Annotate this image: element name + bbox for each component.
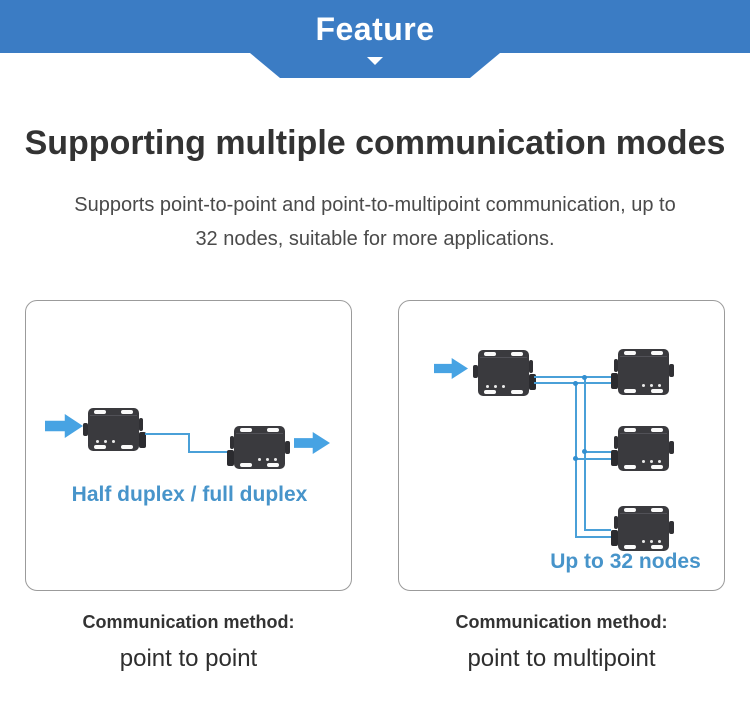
junction-dot: [582, 449, 587, 454]
caption-point-to-multipoint: Communication method: point to multipoin…: [398, 610, 725, 673]
device-serial-port: [529, 374, 536, 390]
device-foot: [651, 508, 663, 512]
device-port: [230, 436, 234, 449]
device-foot: [624, 508, 636, 512]
arrow-right-icon: [45, 414, 83, 438]
panel-point-to-point: Half duplex / full duplex: [25, 300, 352, 591]
device-foot: [484, 390, 496, 394]
device-foot: [651, 465, 663, 469]
device-foot: [267, 463, 279, 467]
device-foot: [651, 428, 663, 432]
arrow-right-icon: [434, 358, 468, 379]
device-foot: [240, 428, 252, 432]
device-port: [139, 418, 143, 431]
device-port: [83, 423, 88, 436]
method-value: point to point: [119, 645, 258, 672]
device-foot: [511, 352, 523, 356]
device-master: [473, 350, 536, 396]
device-port: [529, 360, 533, 373]
device-foot: [240, 463, 252, 467]
subtitle-line-2: 32 nodes, suitable for more applications…: [195, 228, 555, 250]
method-value: point to multipoint: [467, 645, 656, 672]
device-led-indicators: [258, 458, 277, 461]
device-lid-line: [90, 415, 137, 416]
device-led-indicators: [642, 384, 661, 387]
method-label: Communication method:: [455, 612, 668, 632]
subtitle-line-1: Supports point-to-point and point-to-mul…: [74, 194, 676, 216]
diagram-label-nodes: Up to 32 nodes: [550, 550, 701, 573]
feature-banner: Feature: [0, 0, 750, 53]
device-lid-line: [620, 356, 667, 357]
device-serial-port: [139, 432, 146, 448]
device-foot: [651, 545, 663, 549]
method-label: Communication method:: [82, 612, 295, 632]
device-foot: [624, 351, 636, 355]
device-foot: [267, 428, 279, 432]
device-port: [473, 365, 478, 378]
diagram-label-duplex: Half duplex / full duplex: [71, 483, 308, 506]
device-serial-port: [227, 450, 234, 466]
wire: [534, 376, 611, 378]
device-lid-line: [620, 433, 667, 434]
device-port: [614, 359, 618, 372]
junction-dot: [573, 456, 578, 461]
device-foot: [624, 428, 636, 432]
banner-ribbon-tab: [250, 53, 500, 78]
device-lid-line: [620, 513, 667, 514]
device-receiver: [227, 426, 290, 469]
device-foot: [121, 445, 133, 449]
page-subtitle: Supports point-to-point and point-to-mul…: [0, 188, 750, 256]
wire: [188, 433, 190, 453]
device-port: [669, 364, 674, 377]
chevron-down-icon: [367, 57, 383, 65]
device-lid-line: [236, 433, 283, 434]
device-serial-port: [611, 373, 618, 389]
wire: [584, 451, 611, 453]
device-foot: [94, 445, 106, 449]
wire: [145, 433, 190, 435]
wire: [575, 458, 611, 460]
device-serial-port: [611, 530, 618, 546]
device-port: [669, 441, 674, 454]
junction-dot: [573, 381, 578, 386]
device-foot: [651, 389, 663, 393]
device-port: [614, 516, 618, 529]
wire: [575, 536, 611, 538]
device-led-indicators: [96, 440, 115, 443]
device-node-1: [611, 349, 674, 395]
device-serial-port: [611, 450, 618, 466]
device-node-3: [611, 506, 674, 551]
banner-title: Feature: [315, 11, 435, 47]
device-foot: [651, 351, 663, 355]
device-foot: [624, 465, 636, 469]
panel-point-to-multipoint: Up to 32 nodes: [398, 300, 725, 591]
device-led-indicators: [642, 540, 661, 543]
wire: [584, 529, 611, 531]
device-transmitter: [83, 408, 146, 451]
junction-dot: [582, 375, 587, 380]
wire: [534, 382, 611, 384]
device-foot: [624, 545, 636, 549]
device-foot: [511, 390, 523, 394]
device-port: [285, 441, 290, 454]
device-lid-line: [480, 357, 527, 358]
device-node-2: [611, 426, 674, 471]
device-port: [614, 436, 618, 449]
device-foot: [94, 410, 106, 414]
device-led-indicators: [642, 460, 661, 463]
page-title: Supporting multiple communication modes: [24, 124, 726, 162]
arrow-right-icon: [294, 432, 330, 454]
device-port: [669, 521, 674, 534]
wire: [188, 451, 228, 453]
device-foot: [121, 410, 133, 414]
device-foot: [484, 352, 496, 356]
device-led-indicators: [486, 385, 505, 388]
caption-point-to-point: Communication method: point to point: [25, 610, 352, 673]
device-foot: [624, 389, 636, 393]
